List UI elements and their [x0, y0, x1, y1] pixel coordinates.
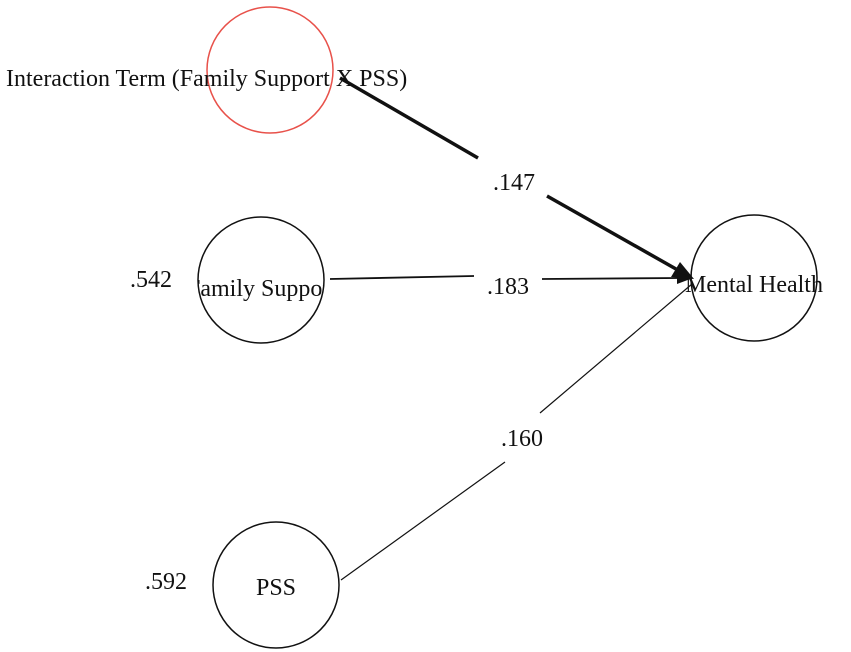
path-interaction-to-mental-health	[339, 76, 479, 160]
error-value-family-support: .542	[130, 267, 172, 293]
path-family-support-to-mental-health	[329, 275, 475, 280]
arrowhead-family-support	[677, 272, 693, 284]
interaction-label: Interaction Term (Family Support X PSS)	[6, 66, 407, 92]
path-family-support-to-mental-health-cont	[541, 277, 681, 280]
family-support-label: Family Support	[187, 276, 337, 302]
coefficient-pss: .160	[501, 426, 543, 452]
pss-node	[212, 521, 340, 649]
mental-health-label: Mental Health	[685, 272, 823, 298]
path-interaction-to-mental-health-cont	[546, 194, 677, 271]
pss-label: PSS	[256, 575, 296, 601]
coefficient-interaction: .147	[493, 170, 535, 196]
path-pss-to-mental-health-cont	[539, 283, 693, 414]
coefficient-family-support: .183	[487, 274, 529, 300]
path-pss-to-mental-health	[340, 461, 506, 581]
error-value-pss: .592	[145, 569, 187, 595]
family-support-node	[197, 216, 325, 344]
arrowhead-interaction	[671, 262, 694, 279]
interaction-node	[206, 6, 334, 134]
